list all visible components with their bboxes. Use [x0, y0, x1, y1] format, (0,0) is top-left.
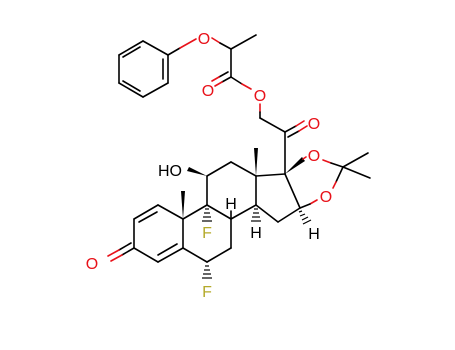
- label-ketone-oxygen-c20: O: [308, 116, 320, 133]
- bond-c6-c7: [206, 247, 232, 263]
- label-fluorine-6: F: [202, 284, 212, 301]
- bond-o-acetonide: [330, 162, 344, 168]
- label-hydrogen-8: H: [225, 196, 237, 213]
- bond-c5-c6: [182, 247, 208, 263]
- label-acetonide-oxygen-lower: O: [320, 189, 332, 206]
- bond-acetonide-methyl-2: [342, 166, 371, 179]
- wedge-c10-methyl: [181, 191, 185, 219]
- bond-c12-c11: [206, 161, 232, 177]
- bond-c8-c14: [230, 204, 257, 220]
- bond-c1-c2: [133, 204, 159, 220]
- wedge-c17-o: [285, 157, 305, 174]
- bond-c4-c5: [157, 247, 184, 263]
- bond-ch2-c20: [259, 117, 286, 133]
- bond-o-c16-red: [309, 199, 318, 205]
- label-carbonyl-oxygen: O: [202, 83, 214, 100]
- bond-ether-ch: [219, 42, 232, 50]
- bond-acetonide-o-lower-red: [332, 181, 337, 189]
- bond-carbonyl-double-a-red: [214, 81, 223, 87]
- bond-ch-methyl: [230, 34, 257, 50]
- phenyl-ring: [118, 40, 169, 98]
- hash-c6-f: [202, 265, 212, 279]
- wedge-c13-methyl: [254, 148, 258, 176]
- hash-c14-h: [251, 208, 261, 222]
- bond-c10-c1: [157, 204, 184, 220]
- label-acetonide-oxygen-upper: O: [308, 148, 320, 165]
- bond-c9-c10: [182, 204, 208, 220]
- bond-c20-o-b: [287, 130, 300, 138]
- bond-c3-o-a-red: [110, 254, 123, 262]
- label-hydrogen-14: H: [250, 225, 262, 242]
- bond-c20-o-a: [284, 125, 297, 133]
- bond-ether-ch-red: [211, 37, 221, 44]
- bond-c20-o-b-red: [298, 125, 308, 132]
- label-fluorine-9: F: [202, 225, 212, 242]
- bond-ring-ether-red: [179, 38, 197, 49]
- bond-c16-c15: [277, 207, 301, 223]
- bond-carbonyl-double-a: [221, 76, 232, 83]
- label-ketone-oxygen-c3: O: [86, 256, 98, 273]
- bond-acetonide-o-lower: [335, 166, 344, 183]
- bond-carbonyl-ester-o-red: [241, 83, 252, 90]
- bond-ring-ether: [167, 47, 181, 56]
- bond-c15-c14: [255, 204, 279, 223]
- bond-c3-o-a: [121, 247, 135, 256]
- bond-c9-c8: [206, 204, 232, 220]
- label-hydrogen-16: H: [308, 226, 320, 243]
- bond-c3-c4: [133, 247, 159, 263]
- wedge-c11-oh: [187, 167, 207, 176]
- bond-o-c16: [299, 203, 311, 209]
- label-hydroxyl: HO: [158, 163, 182, 180]
- bond-acetonide-methyl-1: [342, 152, 369, 168]
- bond-c13-c17: [255, 173, 286, 177]
- bond-carbonyl-double-b-red: [211, 76, 220, 82]
- bond-c3-o-b: [118, 242, 132, 251]
- bond-c20-o-a-red: [295, 120, 305, 127]
- bond-c13-c12: [230, 161, 257, 177]
- bond-c3-o-b-red: [107, 249, 120, 257]
- bond-carbonyl-double-b: [218, 71, 229, 78]
- bond-c17-o-red: [302, 156, 307, 160]
- bond-carbonyl-ester-o: [230, 76, 243, 85]
- label-ether-oxygen: O: [198, 31, 210, 48]
- label-ester-oxygen: O: [254, 88, 266, 105]
- bond-o-acetonide-red: [322, 159, 332, 164]
- bond-c4-c5-double: [157, 243, 178, 256]
- hash-c16-h: [298, 210, 312, 225]
- bond-c17-c16: [284, 173, 301, 209]
- bond-c1-c2-double: [138, 211, 158, 223]
- hash-c9-f: [202, 208, 212, 222]
